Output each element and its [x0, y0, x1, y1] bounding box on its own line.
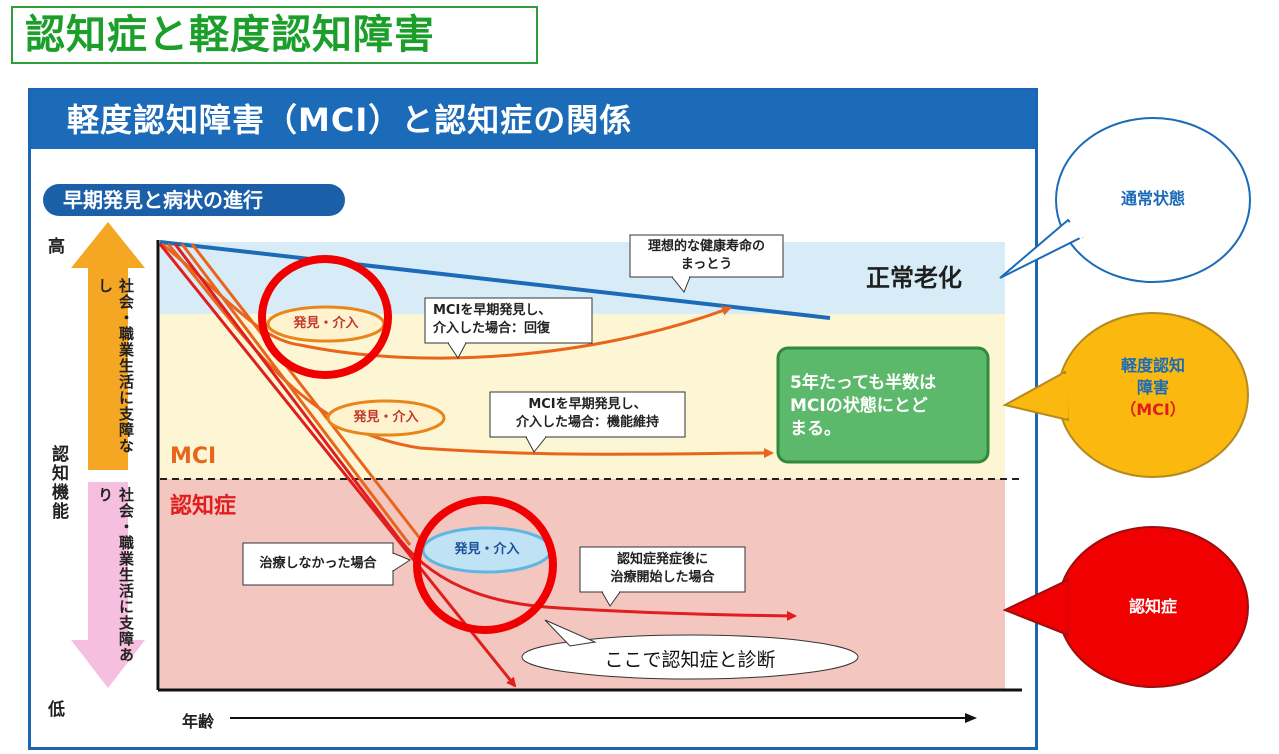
decline-line-b	[190, 243, 427, 546]
detection-label-3: 発見・介入	[454, 542, 520, 557]
dementia-bubble-text: 認知症	[1128, 597, 1177, 616]
after-onset-curve	[173, 243, 797, 621]
dementia-bubble	[1002, 526, 1249, 688]
diagnosis-callout-text: ここで認知症と診断	[604, 649, 776, 671]
normal-state-bubble	[999, 117, 1251, 283]
mci-band-label: MCI	[170, 444, 217, 469]
normal-state-bubble-text: 通常状態	[1120, 189, 1185, 208]
page-title: 認知症と軽度認知障害	[11, 6, 538, 64]
ideal-callout	[629, 234, 784, 293]
decline-line-a	[180, 243, 412, 546]
detection-label-1: 発見・介入	[293, 316, 359, 331]
detection-label-2: 発見・介入	[353, 410, 419, 425]
after-onset-callout-text: 認知症発症後に治療開始した場合	[610, 552, 715, 585]
normal-band-label: 正常老化	[866, 264, 962, 292]
ideal-callout-text: 理想的な健康寿命のまっとう	[647, 239, 765, 272]
dementia-band-label: 認知症	[170, 494, 237, 519]
lower-large-arrow	[71, 482, 145, 688]
axis-low-label: 低	[48, 700, 65, 720]
maintain-callout-text: MCIを早期発見し、介入した場合：機能維持	[515, 397, 659, 430]
highlight-circle-1	[258, 255, 392, 379]
y-axis-label: 認知機能	[48, 445, 68, 521]
detection-oval-2	[326, 399, 446, 437]
recovery-callout-text: MCIを早期発見し、介入した場合：回復	[433, 303, 552, 336]
upper-arrow-text: 社会・職業生活に支障なし	[96, 278, 135, 454]
upper-large-arrow	[71, 222, 145, 470]
x-axis-label: 年齢	[182, 712, 215, 731]
green-note-box	[776, 346, 990, 464]
no-treatment-line	[158, 243, 517, 688]
after-onset-callout	[579, 546, 746, 607]
no-treatment-callout	[242, 542, 412, 586]
axis-high-label: 高	[48, 237, 65, 257]
green-note-text: 5年たっても半数は MCIの状態にとど まる。	[790, 373, 937, 439]
highlight-circle-2	[413, 496, 557, 634]
section-label-pill: 早期発見と病状の進行	[43, 184, 345, 216]
mci-bubble	[1002, 312, 1249, 478]
panel-header: 軽度認知障害（MCI）と認知症の関係	[31, 91, 1035, 149]
lower-arrow-text: 社会・職業生活に支障あり	[96, 487, 135, 663]
diagnosis-callout	[521, 619, 859, 680]
maintain-callout	[489, 391, 686, 453]
recovery-curve	[161, 242, 732, 360]
mci-bubble-text: 軽度認知 障害 （MCI）	[1120, 356, 1186, 419]
no-treatment-callout-text: 治療しなかった場合	[259, 556, 377, 571]
ideal-line	[159, 240, 831, 320]
recovery-callout	[424, 297, 593, 359]
